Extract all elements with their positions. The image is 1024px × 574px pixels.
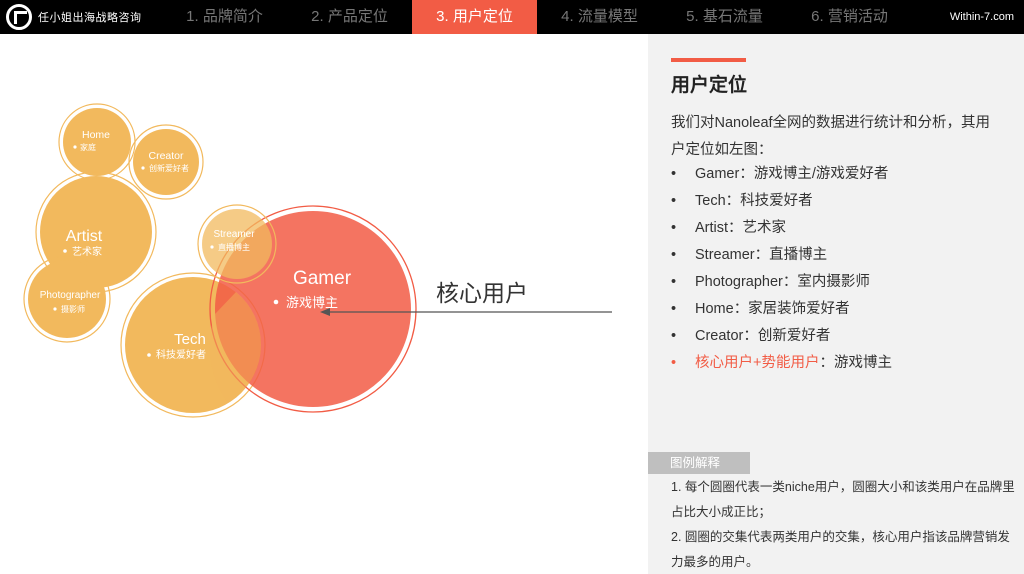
bubble-home: Home 家庭 (58, 103, 136, 181)
bullet-dot-icon: • (671, 355, 677, 371)
bubble-photographer-fill (28, 260, 106, 338)
list-item: •Tech：科技爱好者 (671, 188, 892, 215)
bubble-diagram-svg: Home 家庭 Creator 创新爱好者 Artist 艺术家 Photogr… (23, 103, 612, 418)
bubble-artist-fill (40, 176, 152, 288)
bubble-streamer-ring (197, 204, 277, 284)
tech-gamer-overlap (209, 292, 262, 403)
tab-base-traffic[interactable]: 5. 基石流量 (686, 8, 763, 25)
bubble-artist-sub: 艺术家 (72, 245, 102, 258)
bubble-tech-sub: 科技爱好者 (156, 348, 206, 361)
bubble-photographer-sub: 摄影师 (61, 304, 85, 314)
bubble-home-sub: 家庭 (80, 142, 96, 152)
brand[interactable]: 任小姐出海战略咨询 (0, 0, 162, 34)
top-nav-bar: 任小姐出海战略咨询 1. 品牌简介 2. 产品定位 3. 用户定位 4. 流量模… (0, 0, 1024, 34)
bullet-dot-icon: • (671, 193, 677, 209)
arrow-head-icon (320, 308, 330, 316)
tab-traffic-model[interactable]: 4. 流量模型 (561, 8, 638, 25)
brand-logo-icon (6, 4, 32, 30)
bubble-home-fill (63, 108, 131, 176)
legend-explanation: 1. 每个圆圈代表一类niche用户，圆圈大小和该类用户在品牌里占比大小成正比；… (671, 475, 1016, 574)
bubble-tech-dot-icon (147, 353, 151, 357)
bubble-streamer: Streamer 直播博主 (197, 204, 277, 284)
list-item: •Home：家居装饰爱好者 (671, 296, 892, 323)
bubble-creator-name: Creator (148, 150, 184, 162)
user-bubble-diagram: Home 家庭 Creator 创新爱好者 Artist 艺术家 Photogr… (0, 34, 648, 574)
list-item: •Photographer：室内摄影师 (671, 269, 892, 296)
bubble-gamer-sub: 游戏博主 (286, 296, 338, 311)
bullet-dot-icon: • (671, 166, 677, 182)
bullet-dot-icon: • (671, 247, 677, 263)
core-user-label: 核心用户 (436, 280, 528, 306)
info-panel: 用户定位 我们对Nanoleaf全网的数据进行统计和分析，其用户定位如左图： •… (648, 34, 1024, 574)
list-item: •Streamer：直播博主 (671, 242, 892, 269)
bubble-creator-sub: 创新爱好者 (149, 163, 189, 173)
bubble-gamer-dot-icon (273, 299, 279, 305)
list-item: •Artist：艺术家 (671, 215, 892, 242)
bubble-tech-name: Tech (174, 331, 206, 348)
bubble-photographer: Photographer 摄影师 (23, 255, 111, 343)
bubble-home-dot-icon (73, 145, 77, 149)
bubble-home-name: Home (82, 129, 110, 141)
bubble-photographer-ring (23, 255, 111, 343)
bubble-streamer-sub: 直播博主 (218, 242, 250, 252)
bullet-dot-icon: • (671, 328, 677, 344)
tab-brand-intro[interactable]: 1. 品牌简介 (186, 8, 263, 25)
site-url[interactable]: Within-7.com (949, 11, 1014, 23)
legend-line-2: 2. 圆圈的交集代表两类用户的交集，核心用户指该品牌营销发力最多的用户。 (671, 530, 1010, 569)
tab-product-positioning[interactable]: 2. 产品定位 (311, 8, 388, 25)
list-item-highlight: •核心用户+势能用户：游戏博主 (671, 350, 892, 377)
bubble-artist-name: Artist (66, 228, 103, 245)
user-type-list: •Gamer：游戏博主/游戏爱好者 •Tech：科技爱好者 •Artist：艺术… (671, 161, 892, 377)
bubble-creator-fill (133, 129, 199, 195)
bullet-dot-icon: • (671, 220, 677, 236)
panel-intro: 我们对Nanoleaf全网的数据进行统计和分析，其用户定位如左图： (671, 115, 991, 158)
bubble-gamer-ring (209, 205, 417, 413)
list-item: •Gamer：游戏博主/游戏爱好者 (671, 161, 892, 188)
legend-line-1: 1. 每个圆圈代表一类niche用户，圆圈大小和该类用户在品牌里占比大小成正比； (671, 480, 1015, 519)
bubble-artist: Artist 艺术家 (35, 171, 157, 293)
brand-name: 任小姐出海战略咨询 (38, 12, 142, 24)
title-accent-bar (671, 58, 746, 62)
bubble-photographer-name: Photographer (40, 290, 101, 301)
bullet-dot-icon: • (671, 301, 677, 317)
bubble-creator-ring (128, 124, 204, 200)
bubble-creator: Creator 创新爱好者 (128, 124, 204, 200)
section-tabs: 1. 品牌简介 2. 产品定位 3. 用户定位 4. 流量模型 5. 基石流量 … (162, 0, 912, 34)
bubble-streamer-fill (202, 209, 272, 279)
legend-tag: 图例解释 (648, 452, 750, 474)
bullet-dot-icon: • (671, 274, 677, 290)
panel-title: 用户定位 (671, 75, 748, 96)
bubble-artist-dot-icon (63, 249, 67, 253)
bubble-photographer-dot-icon (53, 307, 57, 311)
bubble-creator-dot-icon (141, 166, 145, 170)
bubble-gamer-name: Gamer (293, 268, 352, 289)
tab-user-positioning[interactable]: 3. 用户定位 (412, 0, 537, 34)
tab-marketing-activities[interactable]: 6. 营销活动 (811, 8, 888, 25)
bubble-streamer-name: Streamer (213, 229, 255, 240)
bubble-streamer-dot-icon (210, 245, 214, 249)
list-item: •Creator：创新爱好者 (671, 323, 892, 350)
